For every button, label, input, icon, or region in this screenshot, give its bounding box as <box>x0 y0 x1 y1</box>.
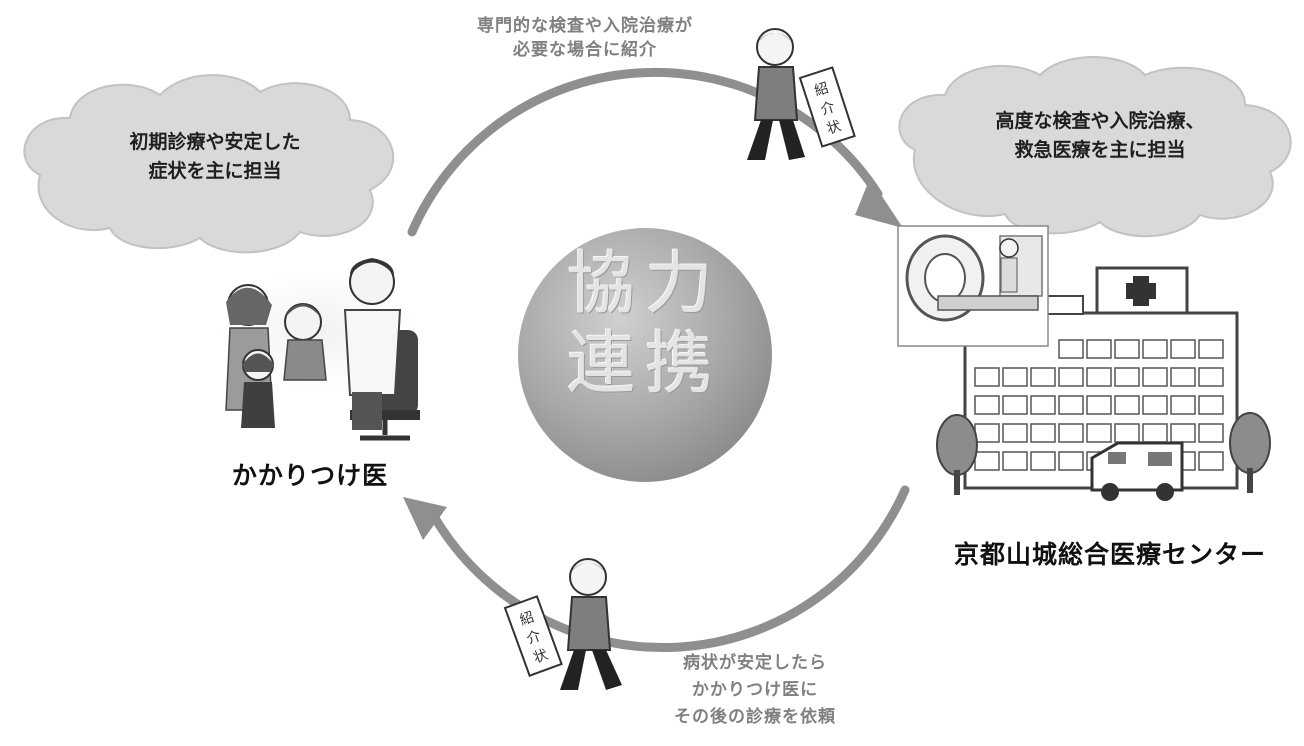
hospital-window <box>1142 367 1168 387</box>
hospital-window <box>1086 423 1112 443</box>
referral-letter-icon: 紹 介 状 <box>503 595 563 677</box>
hospital-window <box>974 451 1000 471</box>
mri-scanner-icon <box>897 225 1049 347</box>
hospital-window <box>1002 423 1028 443</box>
clinic-label: かかりつけ医 <box>231 461 389 490</box>
hospital-window <box>1198 451 1224 471</box>
center-label-line1: 協力 <box>566 245 723 324</box>
hospital-window <box>1058 423 1084 443</box>
hospital-window <box>1086 395 1112 415</box>
hospital-window <box>1002 367 1028 387</box>
hospital-window <box>1002 395 1028 415</box>
center-label-line2: 連携 <box>566 325 723 404</box>
hospital-window <box>1058 395 1084 415</box>
svg-text:介: 介 <box>525 628 544 648</box>
hospital-window <box>1086 367 1112 387</box>
hospital-window <box>1198 367 1224 387</box>
hospital-window <box>1142 339 1168 359</box>
svg-text:状: 状 <box>825 118 843 138</box>
hospital-window <box>974 395 1000 415</box>
center-label: 協力 連携 <box>520 245 770 405</box>
tree-icon <box>1229 412 1271 493</box>
referral-to-hospital-text: 専門的な検査や入院治療が 必要な場合に紹介 <box>477 16 693 60</box>
hospital-window <box>1142 395 1168 415</box>
hospital-window <box>1142 423 1168 443</box>
tree-icon <box>936 414 978 495</box>
hospital-window <box>1170 423 1196 443</box>
hospital-window <box>1030 395 1056 415</box>
hospital-window <box>1170 395 1196 415</box>
hospital-window <box>1002 451 1028 471</box>
svg-text:介: 介 <box>819 99 837 119</box>
ambulance-icon <box>1090 441 1184 501</box>
cloud-icon <box>23 74 395 254</box>
hospital-window <box>1030 367 1056 387</box>
svg-text:紹: 紹 <box>813 80 831 100</box>
hospital-window <box>1198 423 1224 443</box>
hospital-window <box>974 423 1000 443</box>
hospital-window <box>1114 395 1140 415</box>
hospital-window <box>1030 451 1056 471</box>
referral-letter-icon: 紹 介 状 <box>798 66 856 148</box>
hospital-window <box>1086 339 1112 359</box>
walking-man-icon <box>560 558 622 690</box>
hospital-label: 京都山城総合医療センター <box>953 540 1266 569</box>
hospital-window <box>1170 367 1196 387</box>
hospital-window <box>1114 423 1140 443</box>
hospital-window <box>1058 451 1084 471</box>
hospital-window <box>1198 339 1224 359</box>
hospital-role-text: 高度な検査や入院治療、 救急医療を主に担当 <box>995 110 1205 161</box>
svg-text:紹: 紹 <box>518 609 537 629</box>
hospital-window <box>1058 339 1084 359</box>
hospital-window <box>974 367 1000 387</box>
clinic-role-text: 初期診療や安定した 症状を主に担当 <box>129 131 301 182</box>
hospital-window <box>1170 339 1196 359</box>
hospital-window <box>1058 367 1084 387</box>
walking-man-icon <box>747 28 805 160</box>
arrow-icon <box>403 485 910 653</box>
hospital-window <box>1114 367 1140 387</box>
hospital-window <box>1198 395 1224 415</box>
hospital-window <box>1114 339 1140 359</box>
center-circle <box>518 228 772 482</box>
referral-to-clinic-text: 病状が安定したら かかりつけ医に その後の診療を依頼 <box>674 653 836 727</box>
hospital-window <box>1030 423 1056 443</box>
svg-text:状: 状 <box>531 647 550 667</box>
doctor-with-family-icon <box>220 258 420 441</box>
